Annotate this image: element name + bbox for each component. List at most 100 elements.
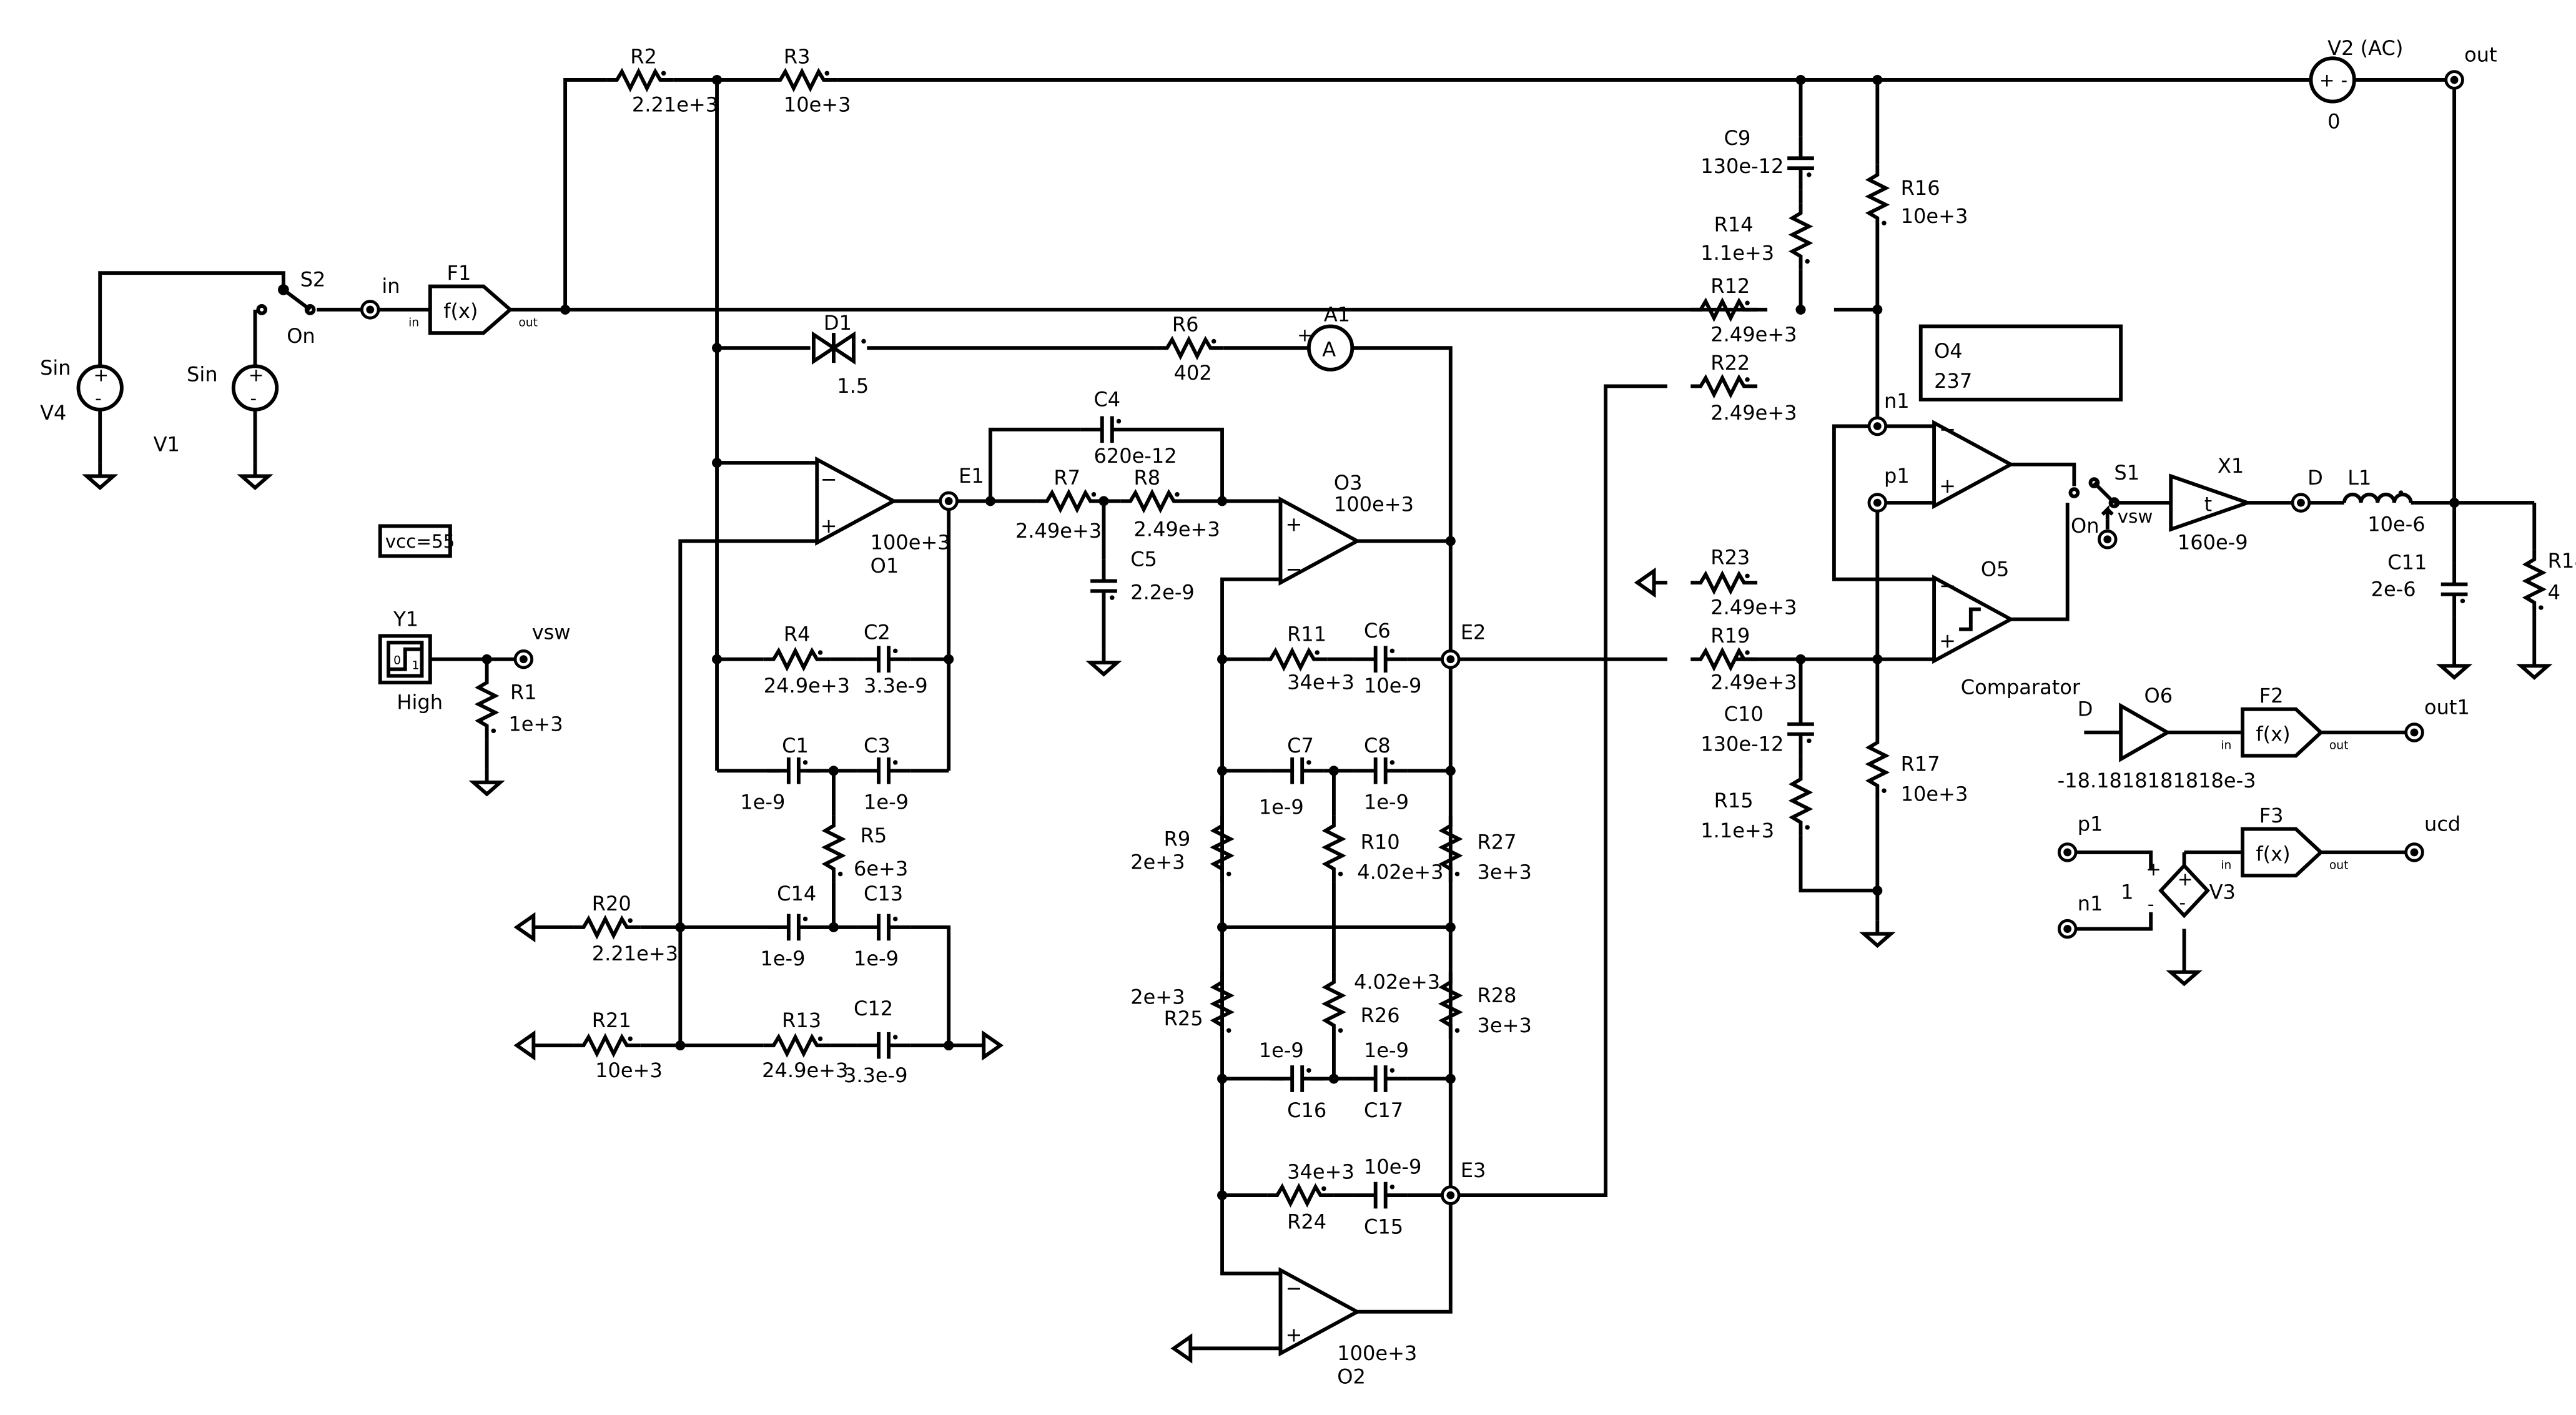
resistor-R13: R13 24.9e+3 bbox=[762, 1008, 848, 1082]
capacitor-C5: C5 2.2e-9 bbox=[1090, 547, 1195, 613]
svg-text:R17: R17 bbox=[1901, 752, 1940, 776]
resistor-R20: R20 2.21e+3 bbox=[573, 892, 678, 965]
resistor-R27: R27 3e+3 bbox=[1442, 816, 1532, 884]
capacitor-C8: C8 1e-9 bbox=[1354, 734, 1409, 814]
net-label-E1: E1 bbox=[959, 464, 984, 488]
svg-text:in: in bbox=[2221, 859, 2231, 872]
svg-text:1e-9: 1e-9 bbox=[1259, 796, 1304, 819]
switch-S1: S1 On bbox=[2068, 461, 2139, 538]
svg-text:R10: R10 bbox=[1361, 831, 1400, 854]
resistor-R3: R3 10e+3 bbox=[770, 44, 851, 117]
capacitor-C10: C10 130e-12 bbox=[1700, 702, 1814, 756]
resistor-R28: R28 3e+3 bbox=[1442, 972, 1532, 1039]
svg-text:R5: R5 bbox=[861, 824, 887, 847]
svg-text:Sin: Sin bbox=[187, 363, 218, 387]
capacitor-C13: C13 1e-9 bbox=[854, 882, 910, 970]
svg-text:4.02e+3: 4.02e+3 bbox=[1354, 970, 1440, 994]
resistor-R18: R18 4 bbox=[2526, 549, 2576, 616]
svg-text:V4: V4 bbox=[40, 401, 66, 425]
svg-text:out: out bbox=[518, 317, 538, 330]
svg-text:C9: C9 bbox=[1724, 126, 1751, 150]
svg-text:O4: O4 bbox=[1934, 339, 1963, 363]
svg-text:On: On bbox=[2071, 514, 2100, 538]
svg-text:C1: C1 bbox=[782, 734, 809, 757]
svg-text:O5: O5 bbox=[1981, 557, 2010, 581]
capacitor-C9: C9 130e-12 bbox=[1700, 126, 1814, 190]
resistor-R5: R5 6e+3 bbox=[826, 816, 908, 882]
svg-text:+: + bbox=[249, 365, 264, 386]
svg-text:R28: R28 bbox=[1478, 984, 1517, 1007]
resistor-R7: R7 2.49e+3 bbox=[1015, 466, 1104, 543]
source-V4: +- Sin V4 bbox=[40, 356, 124, 425]
svg-text:10e+3: 10e+3 bbox=[595, 1058, 663, 1082]
svg-text:2.49e+3: 2.49e+3 bbox=[1015, 519, 1102, 543]
svg-text:1e-9: 1e-9 bbox=[1259, 1038, 1304, 1062]
svg-text:2.49e+3: 2.49e+3 bbox=[1710, 671, 1797, 694]
svg-text:1e-9: 1e-9 bbox=[864, 791, 909, 814]
svg-text:10e+3: 10e+3 bbox=[1901, 782, 1968, 806]
zener-D1: D1 1.5 bbox=[811, 311, 869, 398]
svg-text:C10: C10 bbox=[1724, 702, 1764, 726]
svg-text:V1: V1 bbox=[154, 432, 180, 456]
resistor-R26: 4.02e+3 R26 bbox=[1326, 970, 1440, 1039]
svg-text:+: + bbox=[2178, 869, 2193, 890]
svg-text:R27: R27 bbox=[1478, 831, 1517, 854]
svg-text:2e+3: 2e+3 bbox=[1130, 850, 1185, 874]
svg-text:2.49e+3: 2.49e+3 bbox=[1710, 401, 1797, 425]
resistor-R23: R23 2.49e+3 bbox=[1690, 546, 1797, 619]
svg-text:Comparator: Comparator bbox=[1961, 676, 2081, 699]
svg-text:+: + bbox=[2146, 859, 2161, 880]
svg-text:C12: C12 bbox=[854, 997, 893, 1020]
svg-text:R26: R26 bbox=[1361, 1003, 1400, 1027]
svg-text:1e-9: 1e-9 bbox=[760, 947, 805, 970]
svg-text:V2 (AC): V2 (AC) bbox=[2327, 36, 2403, 60]
net-label-n1-b: n1 bbox=[2078, 892, 2103, 915]
svg-text:F2: F2 bbox=[2259, 684, 2284, 708]
svg-text:R3: R3 bbox=[784, 44, 811, 68]
svg-text:High: High bbox=[397, 691, 443, 714]
svg-text:1.1e+3: 1.1e+3 bbox=[1700, 241, 1774, 265]
net-label-E2: E2 bbox=[1461, 621, 1486, 644]
svg-text:L1: L1 bbox=[2347, 466, 2371, 490]
svg-text:130e-12: 130e-12 bbox=[1700, 154, 1784, 178]
svg-text:10e+3: 10e+3 bbox=[784, 93, 851, 117]
net-label-out1: out1 bbox=[2424, 696, 2470, 719]
svg-text:C4: C4 bbox=[1093, 387, 1120, 411]
svg-text:10e+3: 10e+3 bbox=[1901, 204, 1968, 228]
svg-text:0: 0 bbox=[393, 654, 401, 668]
svg-text:R2: R2 bbox=[630, 44, 657, 68]
svg-text:3.3e-9: 3.3e-9 bbox=[844, 1063, 908, 1087]
svg-text:C2: C2 bbox=[864, 621, 891, 644]
svg-text:+: + bbox=[94, 365, 109, 386]
svg-text:R8: R8 bbox=[1134, 466, 1161, 490]
resistor-R2: R2 2.21e+3 bbox=[607, 44, 718, 117]
svg-text:100e+3: 100e+3 bbox=[1337, 1341, 1417, 1365]
svg-text:1e-9: 1e-9 bbox=[1364, 791, 1409, 814]
svg-text:R24: R24 bbox=[1287, 1210, 1326, 1233]
resistor-R14: R14 1.1e+3 bbox=[1700, 203, 1810, 270]
svg-text:3e+3: 3e+3 bbox=[1478, 860, 1532, 884]
svg-text:C11: C11 bbox=[2387, 551, 2427, 574]
digital-source-Y1: 0 1 Y1 High bbox=[378, 607, 443, 714]
svg-text:Y1: Y1 bbox=[393, 607, 418, 631]
svg-text:in: in bbox=[2221, 739, 2231, 752]
svg-text:R16: R16 bbox=[1901, 176, 1940, 200]
net-label-D: D bbox=[2307, 466, 2323, 490]
net-label-vsw: vsw bbox=[532, 621, 571, 644]
svg-text:-: - bbox=[2148, 894, 2154, 915]
svg-text:On: On bbox=[287, 324, 315, 348]
svg-text:-: - bbox=[2341, 70, 2348, 91]
resistor-R15: R15 1.1e+3 bbox=[1700, 769, 1810, 842]
svg-text:130e-12: 130e-12 bbox=[1700, 732, 1784, 756]
svg-text:10e-9: 10e-9 bbox=[1364, 674, 1421, 698]
resistor-R25: 2e+3 R25 bbox=[1130, 972, 1231, 1039]
svg-text:+: + bbox=[1285, 512, 1302, 536]
svg-text:R9: R9 bbox=[1164, 827, 1191, 850]
wires bbox=[98, 78, 2537, 1351]
svg-text:−: − bbox=[1939, 574, 1956, 598]
svg-text:R19: R19 bbox=[1710, 624, 1750, 648]
svg-text:S2: S2 bbox=[300, 268, 326, 292]
svg-text:−: − bbox=[1285, 1276, 1302, 1300]
svg-text:2e+3: 2e+3 bbox=[1130, 985, 1185, 1009]
net-label-p1-b: p1 bbox=[2078, 812, 2103, 836]
